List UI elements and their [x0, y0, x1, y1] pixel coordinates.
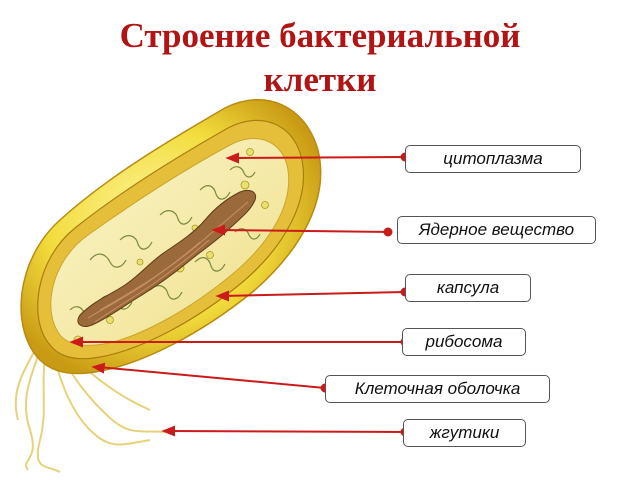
- title-line-1: Строение бактериальной: [119, 16, 521, 55]
- label-ribosome: рибосома: [402, 328, 526, 356]
- nucleoid-shape: [77, 189, 257, 327]
- label-nucleoid: Ядерное вещество: [397, 216, 596, 244]
- label-flagella: жгутики: [403, 419, 526, 447]
- label-capsule: капсула: [405, 274, 531, 302]
- page-title: Строение бактериальной клетки: [0, 14, 640, 102]
- label-cell-wall: Клеточная оболочка: [325, 375, 550, 403]
- title-line-2: клетки: [263, 60, 377, 99]
- label-cytoplasm: цитоплазма: [405, 145, 581, 173]
